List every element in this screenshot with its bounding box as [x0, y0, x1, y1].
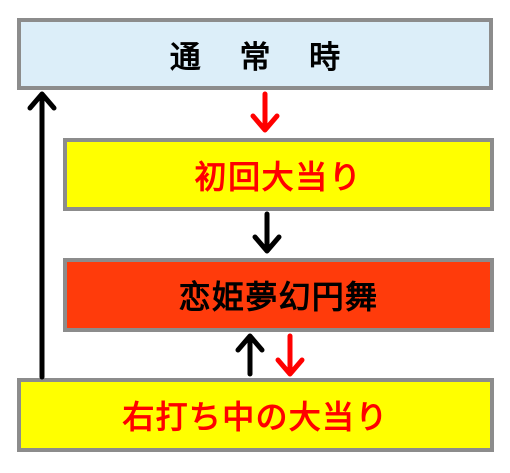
state-box-normal: 通 常 時 [17, 18, 493, 90]
state-box-koihime: 恋姫夢幻円舞 [63, 258, 494, 332]
arrow-normal-to-first-hit [250, 91, 280, 133]
arrow-right-hit-to-normal [27, 91, 57, 380]
state-box-first-hit: 初回大当り [63, 138, 494, 211]
arrow-koihime-to-right-hit [275, 333, 305, 377]
arrow-first-hit-to-koihime [252, 211, 282, 254]
arrow-right-hit-to-koihime [235, 333, 265, 377]
state-box-right-hit: 右打ち中の大当り [17, 378, 494, 452]
